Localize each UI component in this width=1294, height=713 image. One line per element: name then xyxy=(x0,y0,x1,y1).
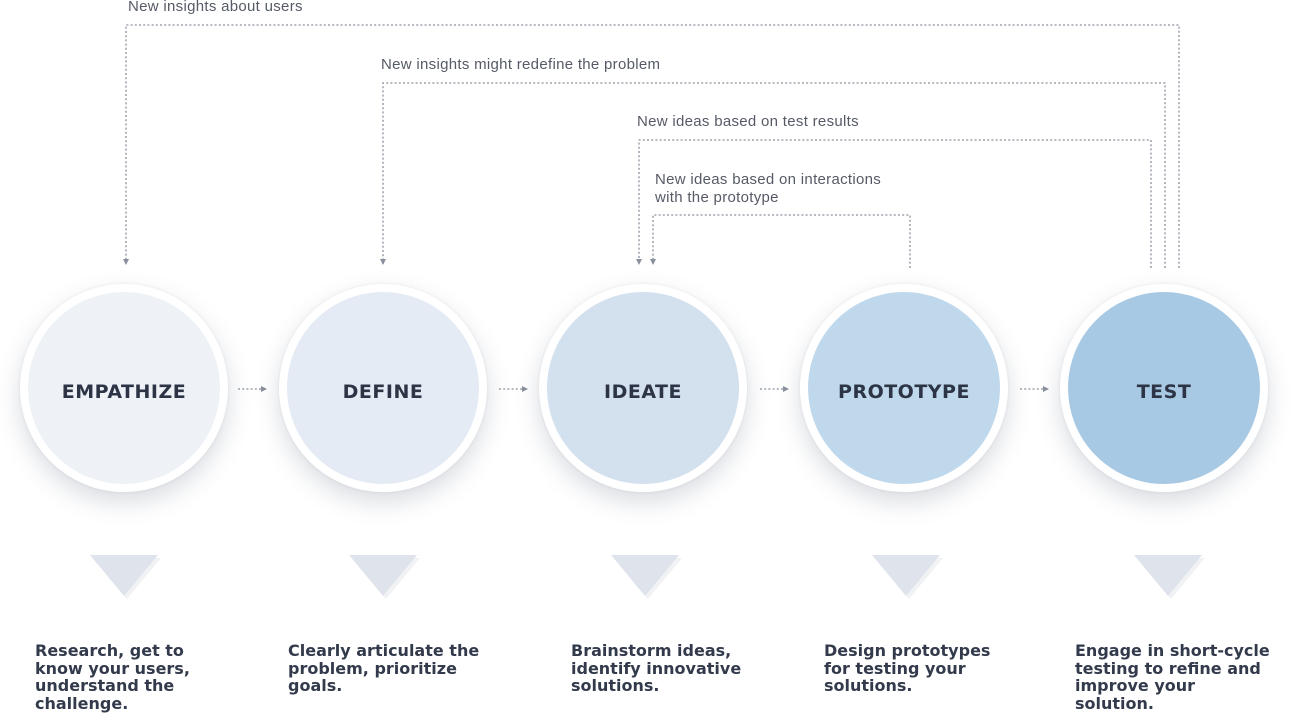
stage-label: DEFINE xyxy=(342,381,424,403)
stage-empathize: EMPATHIZE xyxy=(20,284,228,492)
loop-label-users: New insights about users xyxy=(128,0,303,16)
loop-users-connector xyxy=(123,24,1180,268)
pointer-test xyxy=(1134,555,1202,596)
loop-label-problem: New insights might redefine the problem xyxy=(381,56,660,74)
stage-label: TEST xyxy=(1136,381,1192,403)
loop-interactions-connector xyxy=(650,214,911,268)
description-define: Clearly articulate the problem, prioriti… xyxy=(288,642,479,695)
description-line: Research, get to xyxy=(35,641,184,660)
description-line: understand the xyxy=(35,676,175,695)
description-line: goals. xyxy=(288,676,343,695)
description-ideate: Brainstorm ideas, identify innovative so… xyxy=(571,642,741,695)
description-line: Brainstorm ideas, xyxy=(571,641,732,660)
description-line: identify innovative xyxy=(571,658,742,678)
description-line: testing to refine and xyxy=(1075,658,1261,678)
description-line: for testing your xyxy=(824,658,966,678)
description-test: Engage in short-cycle testing to refine … xyxy=(1075,642,1270,712)
stage-label: PROTOTYPE xyxy=(838,381,970,403)
loop-label-test-results: New ideas based on test results xyxy=(637,113,859,131)
description-line: know your users, xyxy=(35,658,190,678)
description-prototype: Design prototypes for testing your solut… xyxy=(824,642,990,695)
loop-test-results-connector xyxy=(636,139,1152,268)
description-line: Clearly articulate the xyxy=(288,641,480,660)
loop-label-line: with the prototype xyxy=(655,189,779,206)
stage-label: IDEATE xyxy=(604,381,682,403)
stage-test: TEST xyxy=(1060,284,1268,492)
pointer-ideate xyxy=(611,555,679,596)
stage-label: EMPATHIZE xyxy=(61,381,187,403)
loop-label-line: New insights about users xyxy=(128,0,303,15)
loop-problem-connector xyxy=(380,82,1166,268)
loop-label-line: New ideas based on test results xyxy=(637,113,859,130)
stage-ideate: IDEATE xyxy=(539,284,747,492)
description-line: Engage in short-cycle xyxy=(1075,641,1270,660)
description-line: improve your xyxy=(1075,676,1196,695)
description-line: solutions. xyxy=(571,676,660,695)
stage-prototype: PROTOTYPE xyxy=(800,284,1008,492)
loop-label-line: New ideas based on interactions xyxy=(655,171,882,188)
loop-label-line: New insights might redefine the problem xyxy=(381,56,661,73)
description-line: Design prototypes xyxy=(824,641,991,660)
description-line: problem, prioritize xyxy=(288,658,457,678)
description-empathize: Research, get to know your users, unders… xyxy=(35,642,190,712)
pointer-prototype xyxy=(872,555,940,596)
description-line: solution. xyxy=(1075,693,1154,713)
description-line: challenge. xyxy=(35,693,129,713)
loop-label-interactions: New ideas based on interactions with the… xyxy=(655,171,881,207)
stage-define: DEFINE xyxy=(279,284,487,492)
pointer-empathize xyxy=(90,555,158,596)
description-line: solutions. xyxy=(824,676,913,695)
pointer-define xyxy=(349,555,417,596)
